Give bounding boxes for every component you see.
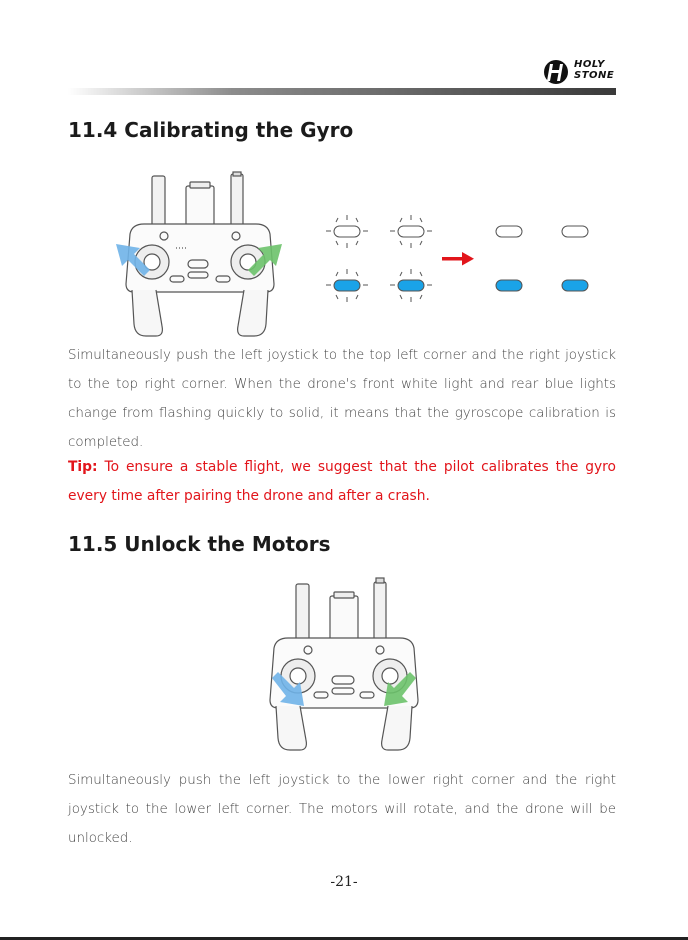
light-indicator-diagram [326,215,589,302]
tip-label: Tip: [68,459,98,475]
tip-text: To ensure a stable flight, we suggest th… [68,459,616,504]
motors-instructions: Simultaneously push the left joystick to… [68,773,616,846]
page-number: -21- [330,874,358,890]
brand-line2: STONE [574,70,615,81]
light-indicator-icon [495,225,523,238]
light-indicator-icon [390,215,432,248]
brand-name: HOLY STONE [574,59,614,81]
light-indicator-icon [390,269,432,302]
light-indicator-icon [495,279,523,292]
blue-arrow-icon [116,244,150,276]
holy-stone-logo-icon [544,60,568,84]
remote-controller-icon [116,171,282,337]
light-indicator-icon [326,269,368,302]
red-arrow-icon [442,252,474,266]
green-arrow-icon [384,672,416,706]
green-arrow-icon [248,244,282,276]
gyro-tip: Tip: To ensure a stable flight, we sugge… [68,453,616,511]
header-divider [68,88,616,95]
light-indicator-icon [326,215,368,248]
blue-arrow-icon [272,672,304,706]
section-title-gyro: 11.4 Calibrating the Gyro [68,118,354,142]
light-indicator-icon [561,279,589,292]
gyro-instructions: Simultaneously push the left joystick to… [68,348,616,450]
brand-logo: HOLY STONE [542,55,622,89]
section-title-motors: 11.5 Unlock the Motors [68,532,331,556]
brand-line1: HOLY [574,59,605,70]
light-indicator-icon [561,225,589,238]
remote-controller-icon [269,577,419,751]
bottom-rule [0,937,688,940]
